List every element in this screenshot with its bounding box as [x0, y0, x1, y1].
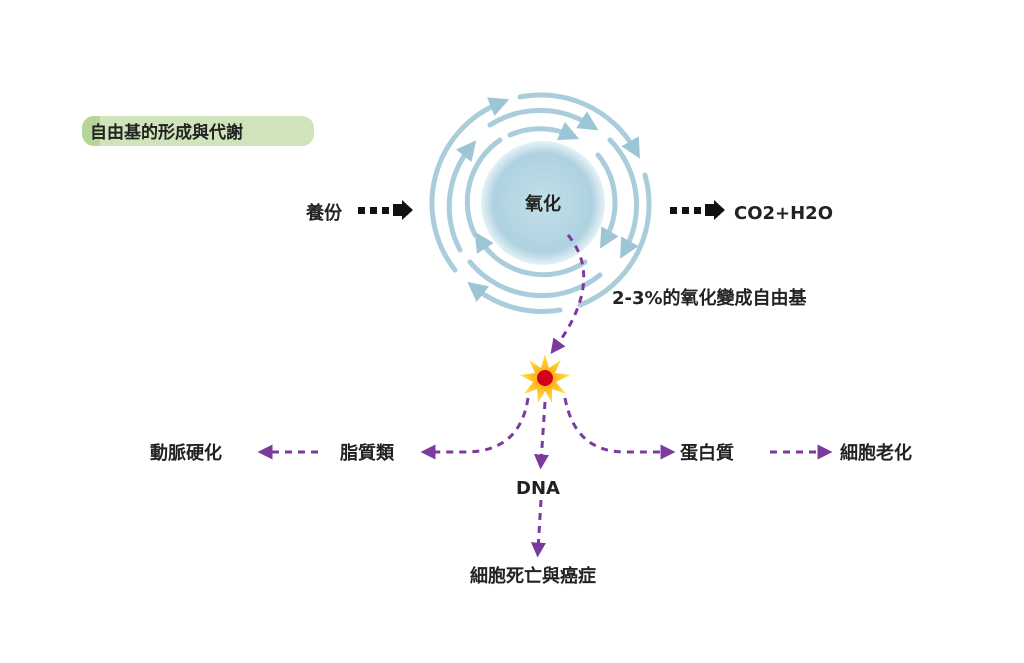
- free-radical-icon: [520, 354, 570, 403]
- nutrient-label: 養份: [305, 202, 343, 224]
- protein-label: 蛋白質: [680, 442, 734, 464]
- diagram-title: 自由基的形成與代謝: [90, 122, 243, 143]
- oxidation-core: [481, 141, 605, 265]
- atherosclerosis-label: 動脈硬化: [150, 442, 222, 464]
- co2-h2o-label: CO2+H2O: [734, 203, 833, 224]
- dna-arrow: [534, 401, 549, 470]
- free-radical-arrow: [550, 234, 586, 355]
- output-arrow: [670, 200, 725, 220]
- cancer-label: 細胞死亡與癌症: [470, 565, 596, 587]
- dna-label: DNA: [516, 478, 560, 499]
- oxidation-label: 氧化: [524, 193, 561, 215]
- lipid-arrow: [420, 397, 530, 460]
- cancer-arrow: [530, 499, 546, 558]
- ratio-label: 2-3%的氧化變成自由基: [612, 287, 808, 309]
- aging-label: 細胞老化: [840, 442, 912, 464]
- input-arrow: [358, 200, 413, 220]
- lipid-label: 脂質類: [340, 442, 395, 464]
- protein-arrow: [563, 397, 676, 460]
- oxidation-cycle: [429, 92, 652, 314]
- title-badge: 自由基的形成與代謝: [82, 116, 314, 146]
